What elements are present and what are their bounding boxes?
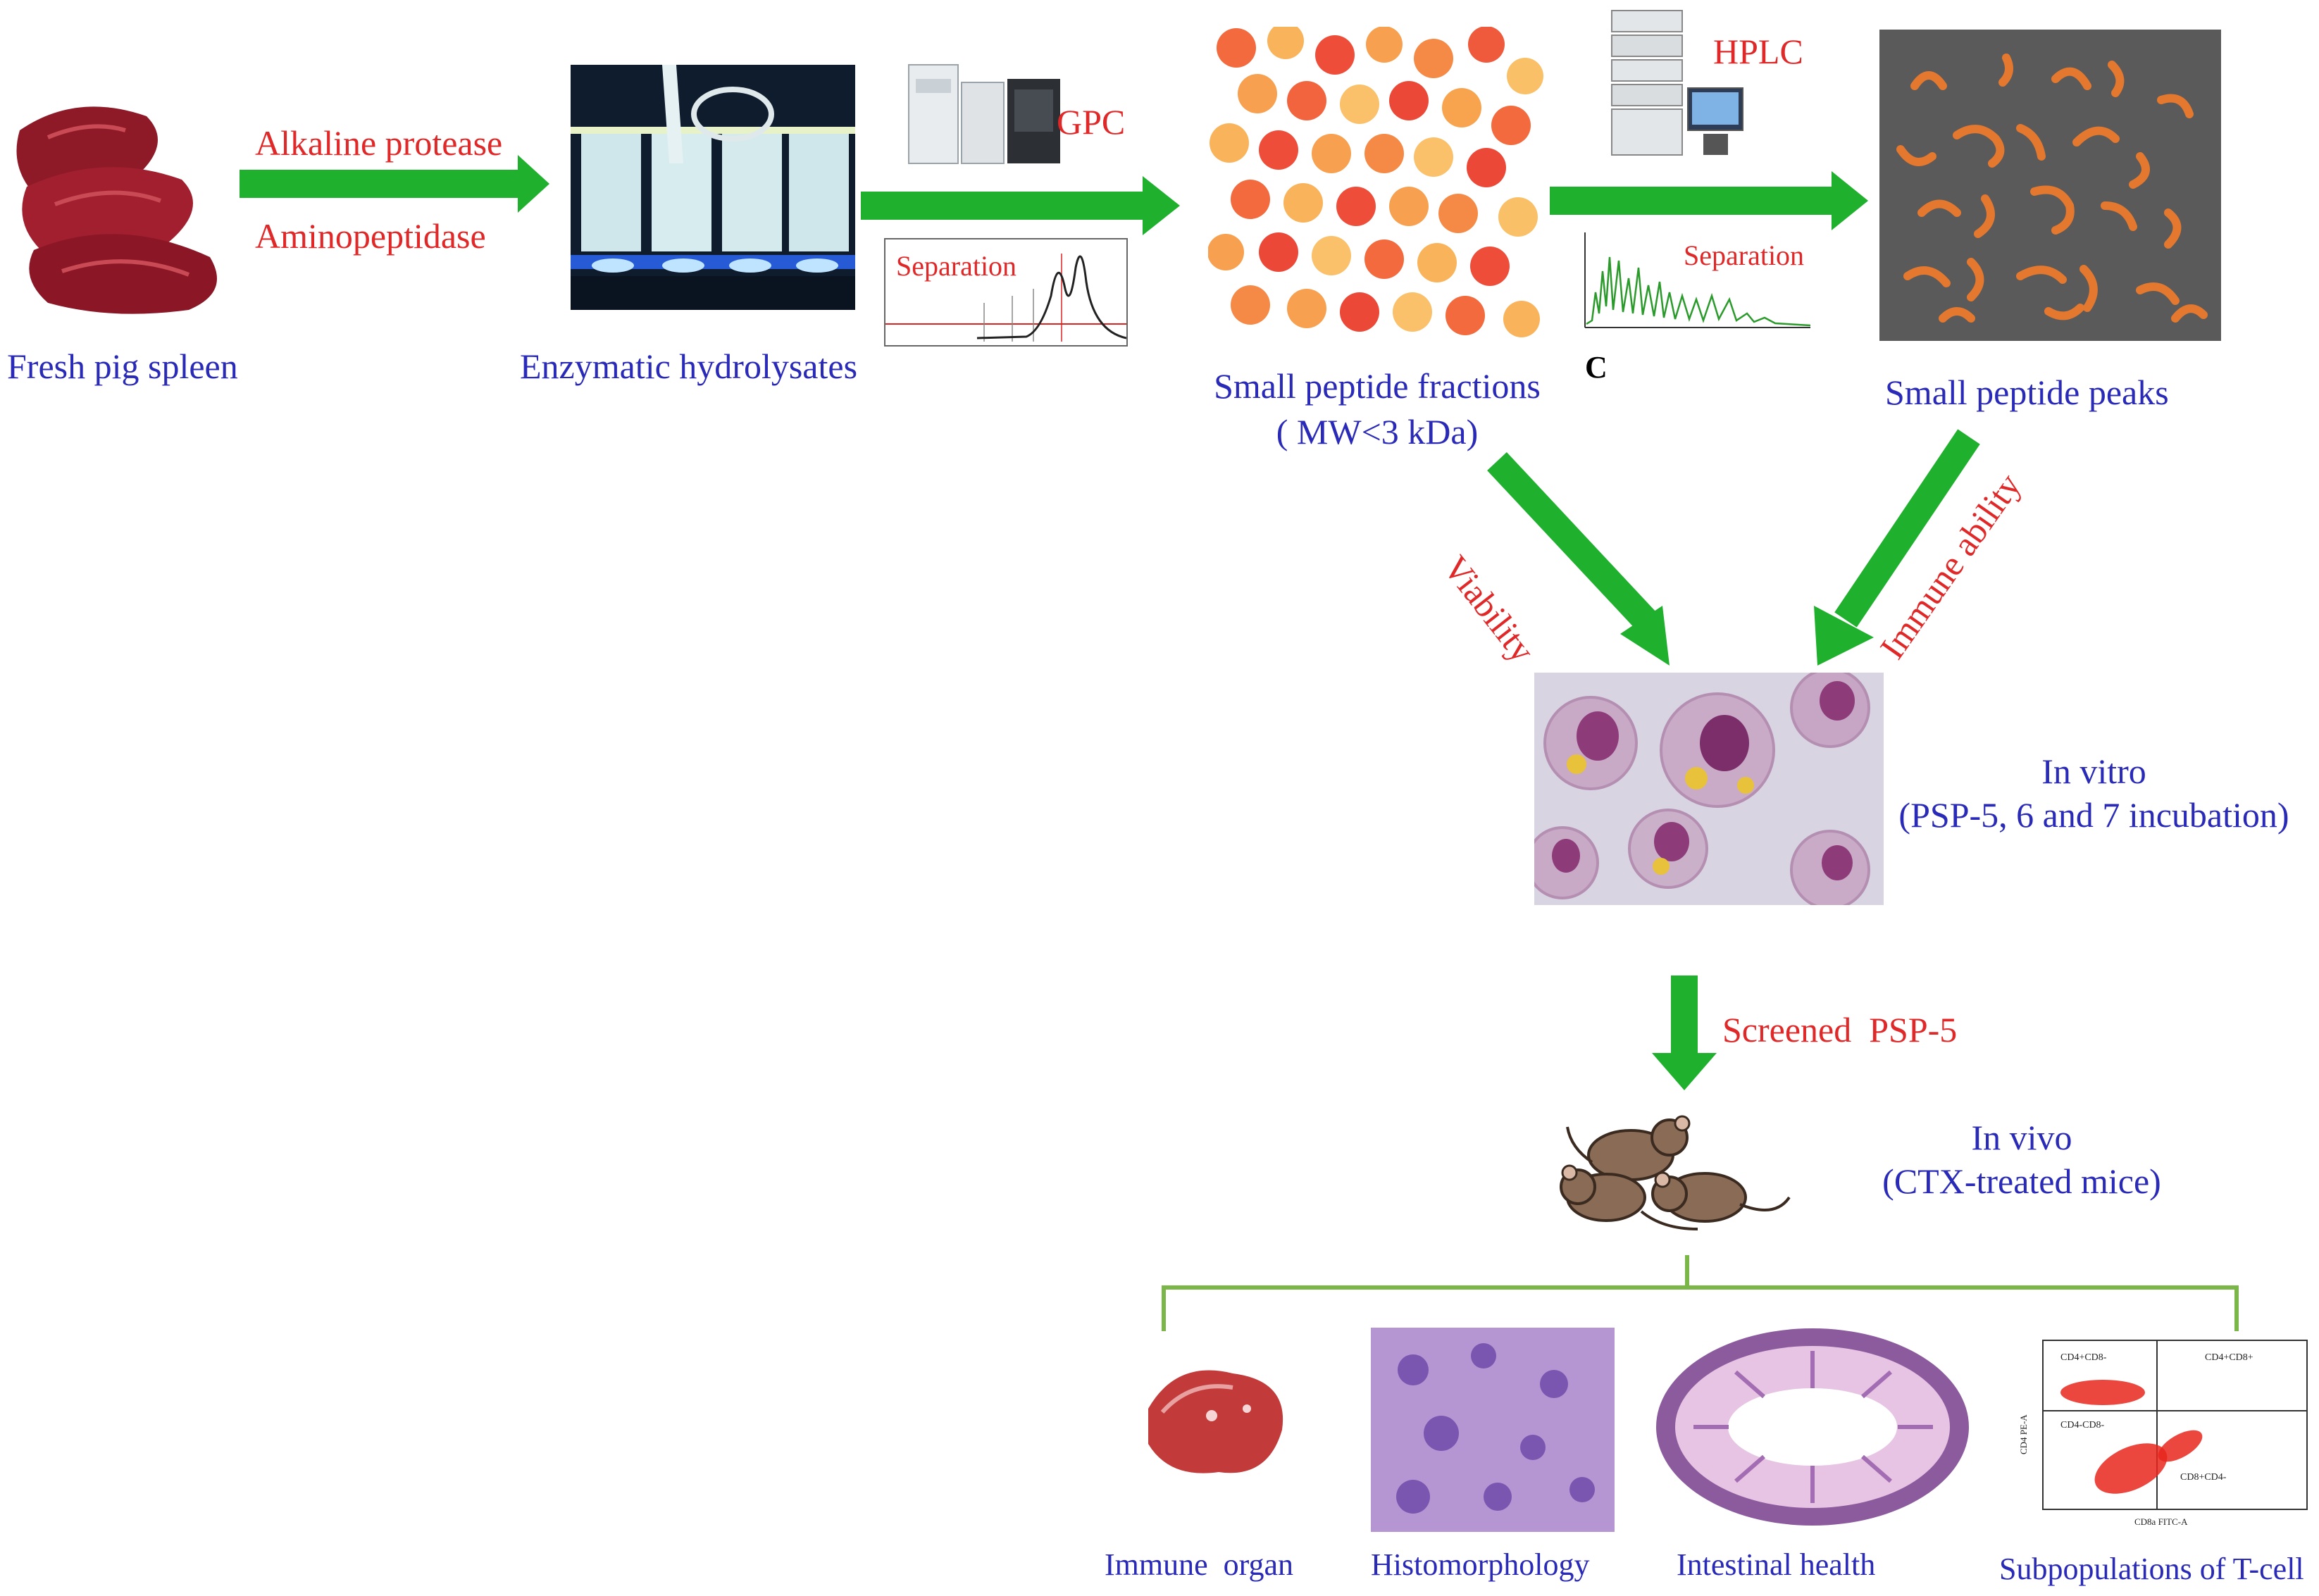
label-alkaline-protease: Alkaline protease [255, 123, 503, 163]
label-panel-c: C [1585, 350, 1608, 385]
label-in-vitro-subtitle: (PSP-5, 6 and 7 incubation) [1898, 795, 2289, 835]
label-in-vivo-title: In vivo [1971, 1118, 2072, 1157]
label-hplc-separation: Separation [1684, 239, 1805, 271]
flow-cytometry-plot: CD4+CD8- CD4+CD8+ CD4-CD8- CD8+CD4- CD4 … [2011, 1335, 2318, 1532]
flow-y-axis-label: CD4 PE-A [2018, 1414, 2029, 1454]
histomorphology-image [1371, 1328, 1615, 1532]
arrow-hplc [1550, 171, 1868, 230]
label-aminopeptidase: Aminopeptidase [255, 216, 486, 256]
label-gpc: GPC [1057, 102, 1126, 142]
label-intestinal-health: Intestinal health [1677, 1547, 1876, 1582]
gpc-chromatogram [884, 238, 1128, 347]
peaks-image [1879, 30, 2221, 341]
hplc-instrument-image [1605, 4, 1746, 162]
gpc-instrument-image [905, 58, 1064, 170]
label-in-vitro-title: In vitro [2041, 752, 2146, 791]
spleen-image [6, 88, 235, 317]
flow-q3-label: CD4-CD8- [2060, 1420, 2105, 1430]
label-hydrolysates: Enzymatic hydrolysates [520, 347, 858, 386]
label-fractions-line1: Small peptide fractions [1214, 366, 1541, 406]
label-histomorphology: Histomorphology [1371, 1547, 1590, 1582]
label-t-cell-subpopulations: Subpopulations of T-cell [1999, 1552, 2304, 1586]
hplc-chromatogram [1578, 229, 1810, 335]
label-immune-organ: Immune organ [1105, 1547, 1294, 1582]
immune-organ-image [1106, 1331, 1331, 1535]
mice-image [1557, 1099, 1796, 1240]
intestinal-health-image [1651, 1323, 1974, 1531]
arrow-immune-ability [1814, 429, 1980, 666]
arrow-gpc [861, 176, 1180, 235]
flow-q1-label: CD4+CD8- [2060, 1352, 2107, 1363]
flow-q2-label: CD4+CD8+ [2205, 1352, 2253, 1363]
arrow-enzymolysis [240, 155, 549, 213]
flow-q4-label: CD8+CD4- [2180, 1472, 2227, 1483]
arrow-screened [1652, 975, 1717, 1090]
hydrolysates-image [571, 65, 855, 310]
label-peaks: Small peptide peaks [1885, 373, 2169, 412]
label-gpc-separation: Separation [896, 250, 1017, 282]
fractions-image [1208, 27, 1546, 340]
label-screened: Screened PSP-5 [1722, 1010, 1958, 1049]
label-fractions-line2: ( MW<3 kDa) [1276, 412, 1479, 451]
label-fresh-spleen: Fresh pig spleen [7, 347, 238, 386]
label-hplc: HPLC [1713, 32, 1803, 71]
flow-x-axis-label: CD8a FITC-A [2134, 1516, 2188, 1527]
label-in-vivo-subtitle: (CTX-treated mice) [1882, 1161, 2161, 1201]
in-vitro-cells-image [1534, 673, 1884, 905]
outcome-bracket [1162, 1255, 2239, 1331]
arrow-viability [1487, 452, 1670, 666]
